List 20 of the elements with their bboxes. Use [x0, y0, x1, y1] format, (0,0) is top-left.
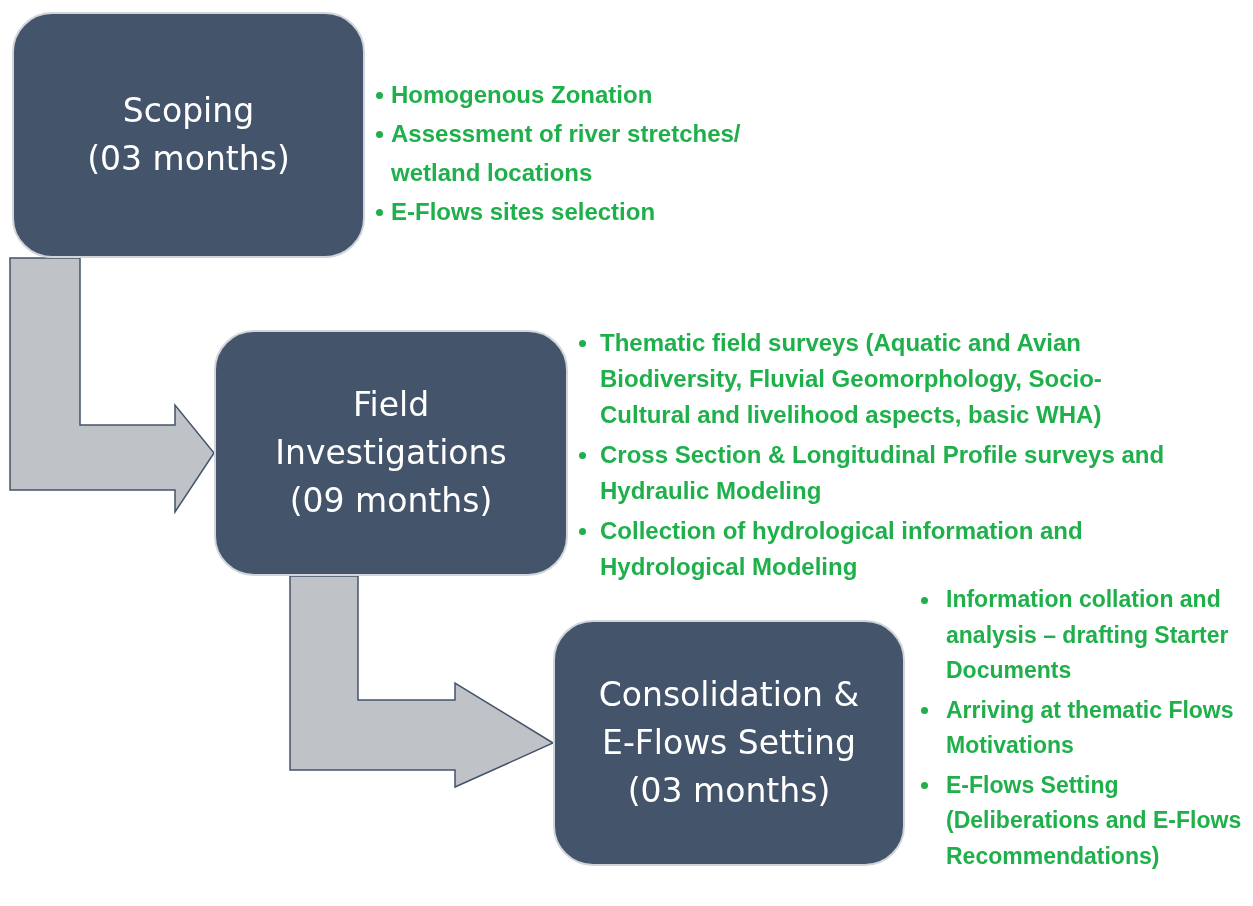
- stage-label: (09 months): [289, 479, 493, 522]
- stage-label: (03 months): [627, 769, 831, 812]
- bullet-item: Cross Section & Longitudinal Profile surveys and Hydraulic Modeling: [578, 437, 1178, 509]
- stage-label: Scoping: [122, 90, 255, 133]
- stage-box: [12, 12, 365, 258]
- stage-box: [553, 620, 905, 866]
- stage-label: Field Investigations: [274, 384, 508, 475]
- bent-arrow: [9, 257, 215, 515]
- stage-label: Consolidation & E-Flows Setting: [597, 674, 861, 765]
- bullet-item: Information collation and analysis – drafting Starter Documents: [920, 582, 1253, 689]
- stage-box: [214, 330, 568, 576]
- stage-label: (03 months): [87, 138, 290, 180]
- bullet-item: E-Flows Setting (Deliberations and E-Flows Recommendations): [920, 767, 1253, 874]
- bullet-item: Homogenous Zonation: [375, 75, 835, 114]
- bullet-item: Assessment of river stretches/ wetland locations: [375, 114, 835, 192]
- bent-arrow: [289, 575, 555, 789]
- bullet-item: E-Flows sites selection: [375, 192, 835, 231]
- bullet-item: Thematic field surveys (Aquatic and Avian Biodiversity, Fluvial Geomorphology, Socio-Cultural and livelihood aspects, basic WHA): [578, 325, 1178, 433]
- bullet-item: Arriving at thematic Flows Motivations: [920, 692, 1253, 764]
- bullet-item: Collection of hydrological information and Hydrological Modeling: [578, 513, 1178, 585]
